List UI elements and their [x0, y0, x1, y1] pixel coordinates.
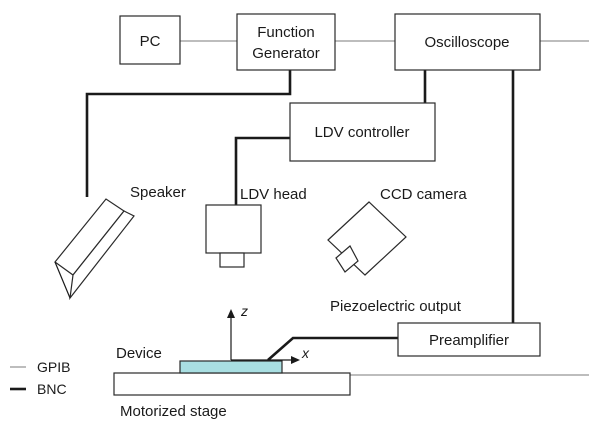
preamplifier-box: Preamplifier: [397, 322, 541, 357]
ldv-controller-box: LDV controller: [289, 102, 436, 162]
motorized-stage: [113, 372, 351, 396]
ccd-camera: [327, 201, 407, 276]
device: [179, 360, 283, 374]
function-generator-label-line1: Function: [257, 24, 315, 41]
function-generator-box: Function Generator: [236, 13, 336, 71]
ldv-head: [205, 204, 262, 268]
gpib-connections: [180, 40, 589, 376]
piezo-output-label: Piezoelectric output: [330, 298, 462, 315]
bnc-connections: [85, 70, 515, 361]
motorized-stage-label: Motorized stage: [120, 403, 227, 420]
z-axis-label: z: [240, 303, 248, 319]
pc-label: PC: [140, 33, 161, 50]
speaker: [54, 198, 135, 301]
oscilloscope-box: Oscilloscope: [394, 13, 541, 71]
ccd-camera-label: CCD camera: [380, 186, 467, 203]
preamplifier-label: Preamplifier: [429, 332, 509, 349]
device-label: Device: [116, 345, 162, 362]
speaker-label: Speaker: [130, 184, 186, 201]
ldv-controller-label: LDV controller: [314, 124, 409, 141]
legend: GPIB BNC: [10, 359, 70, 397]
x-axis-label: x: [301, 345, 310, 361]
legend-bnc-label: BNC: [37, 381, 67, 397]
ldv-head-label: LDV head: [240, 186, 307, 203]
legend-gpib-label: GPIB: [37, 359, 70, 375]
function-generator-label-line2: Generator: [252, 45, 320, 62]
pc-box: PC: [119, 15, 181, 65]
oscilloscope-label: Oscilloscope: [424, 34, 509, 51]
coordinate-axes: [227, 309, 300, 364]
